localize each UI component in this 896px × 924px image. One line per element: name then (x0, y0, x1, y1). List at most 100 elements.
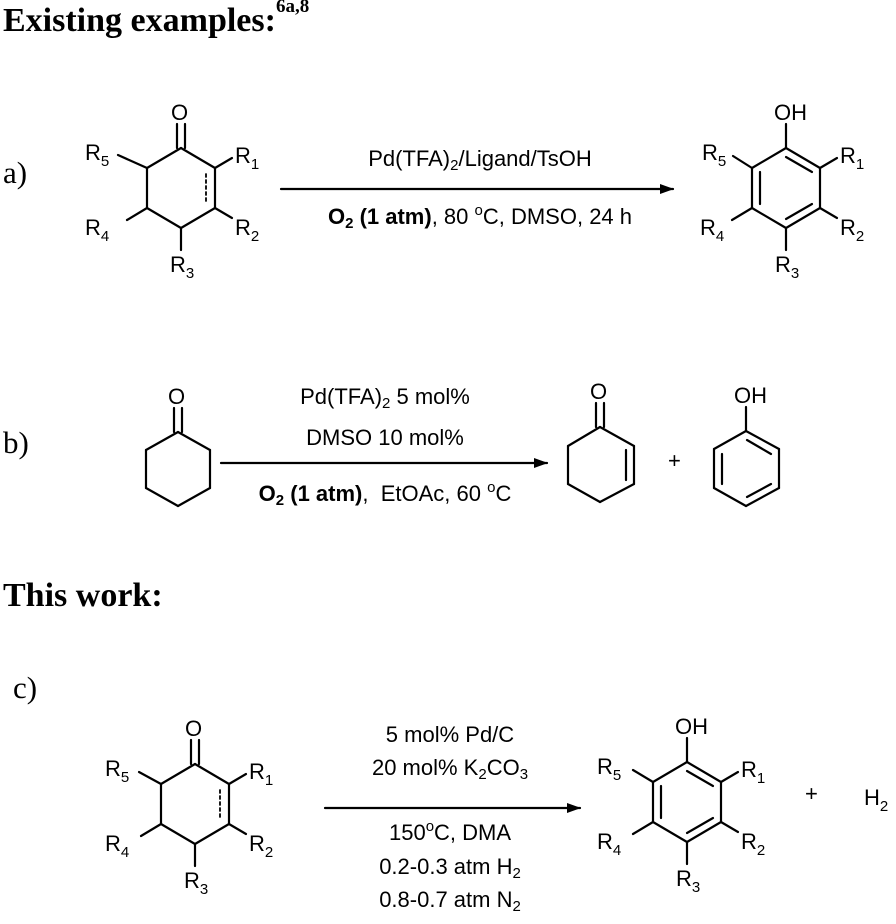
oxygen-label-a: O (171, 100, 188, 125)
heading-text: Existing examples: (3, 2, 276, 39)
bond-r1-c (227, 772, 248, 786)
r4-label-pa: R4 (700, 215, 724, 245)
conditions-a-above: Pd(TFA)2/Ligand/TsOH (280, 146, 680, 174)
cond-sub: 2 (450, 157, 459, 174)
r2-label-a: R2 (235, 215, 259, 245)
cond-bold: O2 (1 atm) (327, 204, 432, 232)
bond-r2-a (213, 206, 234, 220)
r2-label-pc: R2 (741, 829, 765, 859)
conditions-c-below-2: 0.2-0.3 atm H2 (325, 854, 575, 882)
cond-text: , 80 (431, 204, 475, 229)
bond-r1-a (213, 156, 234, 170)
conditions-c-above-1: 5 mol% Pd/C (325, 722, 575, 748)
bond-r5-c (137, 770, 163, 786)
cond-sub: 2 (345, 215, 354, 232)
conditions-b-below: O2 (1 atm), EtOAc, 60 oC (220, 480, 550, 509)
scheme-label-c: c) (13, 670, 38, 705)
product-b-enone-ring (566, 425, 636, 504)
r3-label-c: R3 (184, 868, 208, 898)
reactant-c-ring (159, 762, 231, 846)
r1-label-c: R1 (249, 759, 273, 789)
cond-sub: 2 (382, 395, 391, 412)
degree-sup: o (425, 818, 435, 835)
cond-text: C, DMA (434, 820, 512, 845)
cond-text: CO (486, 755, 520, 780)
cond-text: (1 atm) (284, 481, 363, 506)
r4-label-c: R4 (105, 831, 129, 861)
cond-text: 5 mol% Pd/C (385, 722, 515, 747)
r2-label-c: R2 (249, 831, 273, 861)
r1-label-a: R1 (235, 143, 259, 173)
r4-label-a: R4 (85, 215, 109, 245)
r3-label-pc: R3 (676, 866, 700, 896)
r5-label-a: R5 (85, 140, 109, 170)
cond-text: C, DMSO, 24 h (482, 204, 633, 229)
conditions-c-below-1: 150oC, DMA (325, 818, 575, 846)
r5-label-c: R5 (105, 756, 129, 786)
conditions-a-below: O2 (1 atm), 80 oC, DMSO, 24 h (280, 202, 680, 232)
product-b-phenol-ring (712, 429, 781, 508)
cond-text: Pd(TFA) (368, 146, 451, 171)
cond-text: (1 atm) (353, 204, 432, 229)
conditions-b-above-2: DMSO 10 mol% (220, 425, 550, 451)
scheme-label-a: a) (3, 155, 28, 190)
plus-sign-c: + (805, 781, 818, 806)
cond-text: O (327, 204, 346, 229)
bond-r4-c (139, 822, 163, 838)
bond-r4-pa (730, 206, 754, 222)
bond-r2-c (227, 822, 248, 836)
cond-text: 150 (388, 820, 426, 845)
oxygen-label-c: O (185, 716, 202, 741)
conditions-c-above-2: 20 mol% K2CO3 (325, 755, 575, 783)
cond-bold: O2 (1 atm) (258, 481, 363, 509)
r1-label-pa: R1 (840, 143, 864, 173)
hydroxyl-label-a: OH (774, 100, 807, 125)
bond-r5-a (116, 153, 149, 170)
bond-r5-pc (631, 768, 655, 784)
cond-text: , EtOAc, 60 (362, 481, 488, 506)
oxygen-label-b: O (168, 384, 185, 409)
reactant-a-ring (145, 146, 217, 230)
reactant-b-ring (144, 430, 212, 508)
cond-sub: 2 (275, 492, 285, 509)
conditions-b-above-1: Pd(TFA)2 5 mol% (220, 384, 550, 412)
cond-sub: 2 (512, 865, 521, 882)
bond-r5-pa (731, 154, 754, 170)
oxygen-label-b2: O (590, 379, 607, 404)
cond-sub: 2 (512, 898, 521, 915)
this-work-heading: This work: (3, 577, 163, 614)
hydrogen-byproduct: H2 (864, 785, 888, 815)
cond-text: O (258, 481, 276, 506)
cond-sub: 2 (478, 766, 487, 783)
r5-label-pa: R5 (702, 140, 726, 170)
bond-r1-pc (719, 770, 740, 784)
plus-sign-b: + (668, 448, 681, 473)
bond-r4-a (125, 206, 149, 222)
cond-text: 20 mol% K (371, 755, 479, 780)
cond-text: Pd(TFA) (300, 384, 383, 409)
r2-label-pa: R2 (840, 215, 864, 245)
r3-label-pa: R3 (775, 252, 799, 282)
cond-sub: 3 (519, 766, 529, 783)
bond-r1-pa (818, 156, 839, 170)
cond-text: 0.8-0.7 atm N (379, 887, 513, 912)
r1-label-pc: R1 (741, 757, 765, 787)
bond-r4-pc (631, 820, 655, 836)
reference-superscript: 6a,8 (275, 0, 310, 17)
r3-label-a: R3 (170, 252, 194, 282)
hydroxyl-label-c: OH (675, 714, 708, 739)
degree-sup: o (474, 202, 483, 219)
bond-r2-pc (719, 820, 740, 834)
cond-text: /Ligand/TsOH (458, 146, 592, 171)
hydroxyl-label-b: OH (734, 383, 767, 408)
cond-text: C (495, 481, 512, 506)
cond-text: 0.2-0.3 atm H (379, 854, 513, 879)
r5-label-pc: R5 (597, 754, 621, 784)
cond-text: 5 mol% (390, 384, 470, 409)
bond-r2-pa (818, 206, 839, 220)
scheme-label-b: b) (3, 425, 29, 460)
r4-label-pc: R4 (597, 829, 621, 859)
cond-text: DMSO 10 mol% (306, 425, 464, 450)
existing-examples-heading: Existing examples:6a,8 (3, 0, 310, 40)
